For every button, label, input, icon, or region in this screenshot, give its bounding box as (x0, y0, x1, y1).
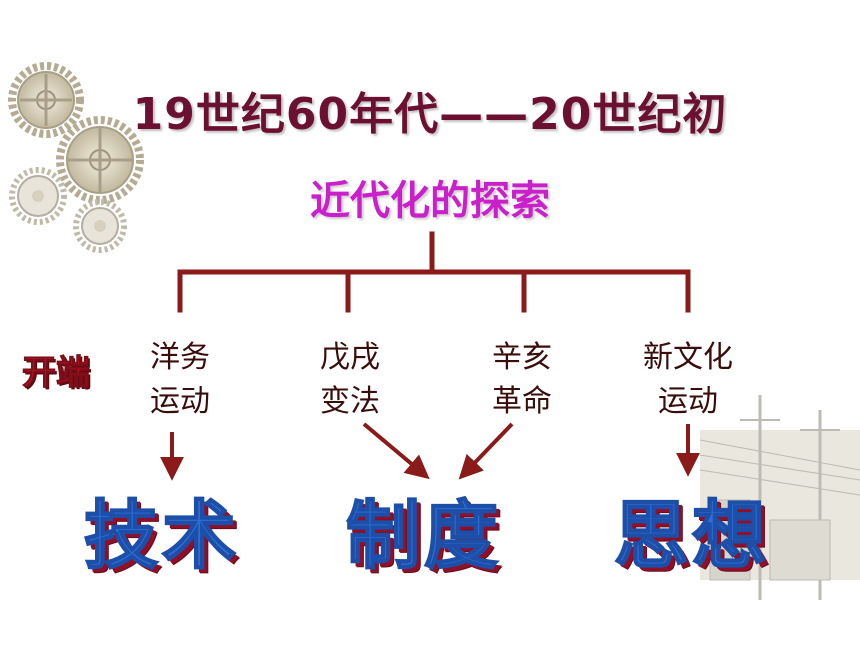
branch-line2: 运动 (150, 384, 210, 419)
arrow-to-system-1 (362, 422, 430, 480)
branch-item: 辛亥 革命 (452, 336, 592, 424)
branch-line2: 变法 (320, 384, 380, 419)
gears-icon (8, 62, 144, 253)
category-technology: 技术 (83, 492, 240, 580)
start-label: 开端 (22, 353, 91, 394)
category-system: 制度 (345, 492, 502, 580)
branch-line1: 新文化 (643, 340, 733, 375)
page-subtitle: 近代化的探索 (310, 178, 550, 224)
branch-line2: 运动 (658, 384, 718, 419)
branch-item: 戊戌 变法 (280, 336, 420, 424)
branch-line1: 洋务 (150, 340, 210, 375)
branch-line1: 戊戌 (320, 340, 380, 375)
branch-line2: 革命 (492, 384, 552, 419)
branch-item: 洋务 运动 (110, 336, 250, 424)
category-thought: 思想 (613, 492, 770, 580)
arrow-to-system-2 (458, 422, 514, 480)
page-title: 19世纪60年代——20世纪初 (132, 89, 728, 140)
branch-line1: 辛亥 (492, 340, 552, 375)
branch-item: 新文化 运动 (618, 336, 758, 424)
